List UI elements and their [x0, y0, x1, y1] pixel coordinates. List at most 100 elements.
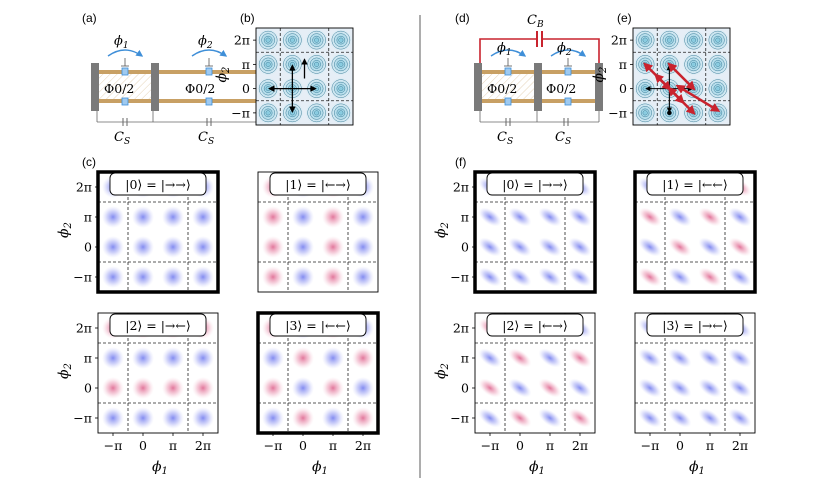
potential-well — [322, 347, 344, 369]
panel-label-f: (f) — [455, 155, 466, 169]
potential-well — [728, 237, 752, 257]
contour — [638, 106, 652, 120]
state-label: |1⟩ = |←→⟩ — [285, 177, 351, 192]
contour — [331, 103, 351, 123]
state-label: |2⟩ = |←→⟩ — [502, 318, 568, 333]
potential-well — [162, 377, 184, 399]
potential-well — [352, 236, 374, 258]
phi2-label-d: ϕ2 — [557, 41, 572, 58]
x-tick-label: π — [169, 438, 177, 453]
potential-well — [682, 53, 705, 76]
x-tick-label: 2π — [355, 438, 371, 453]
potential-well — [478, 348, 502, 368]
potential-well — [329, 53, 352, 76]
contour — [258, 30, 278, 50]
state-label-box — [646, 172, 744, 196]
potential-well — [538, 408, 562, 428]
potential-well — [322, 236, 344, 258]
contour — [686, 33, 701, 47]
potential-well — [668, 237, 692, 257]
potential-well — [322, 206, 344, 228]
potential-well — [102, 347, 124, 369]
contour — [711, 57, 725, 72]
contour — [309, 57, 324, 72]
coupled-hop-arrow — [667, 86, 696, 115]
cs-label-left: CS — [114, 130, 130, 147]
contour — [689, 35, 698, 45]
y-tick-label: 0 — [84, 240, 92, 255]
contour — [715, 61, 721, 67]
x-tick-label: −π — [104, 438, 123, 453]
circuit-a: (a) ϕ1 ϕ2 Φ0/2 Φ0/2 — [82, 11, 265, 147]
potential-well — [305, 29, 328, 52]
potential-well — [508, 378, 532, 398]
potential-well — [728, 408, 752, 428]
contour — [660, 30, 679, 50]
contour — [713, 60, 723, 69]
x-tick-label: −π — [641, 438, 660, 453]
potential-well — [262, 236, 284, 258]
potential-well — [508, 267, 532, 287]
potential-well — [478, 237, 502, 257]
potential-well — [668, 267, 692, 287]
potential-well — [478, 408, 502, 428]
potential-well — [638, 408, 662, 428]
panel-label-c: (c) — [82, 155, 96, 169]
potential-well — [162, 347, 184, 369]
contour — [309, 33, 324, 47]
y-tick-label: 2π — [234, 33, 250, 48]
potential-well — [668, 207, 692, 227]
potential-well — [682, 29, 705, 52]
flux-label-left: Φ0/2 — [104, 81, 134, 96]
y-axis-label: ϕ2 — [56, 222, 74, 238]
contour — [338, 110, 344, 116]
potential-well — [292, 377, 314, 399]
potential-well — [132, 407, 154, 429]
y-tick-label: 0 — [84, 381, 92, 396]
x-tick-label: 2π — [572, 438, 588, 453]
contour — [331, 79, 351, 98]
contour — [334, 106, 348, 120]
contour — [258, 55, 278, 74]
potential-well — [162, 407, 184, 429]
potential-well — [352, 266, 374, 288]
potential-well — [698, 408, 722, 428]
x-tick-label: 0 — [516, 438, 524, 453]
y-tick-label: −π — [450, 411, 469, 426]
x-tick-label: 2π — [732, 438, 748, 453]
contour — [640, 35, 650, 45]
potential-well — [329, 29, 352, 52]
x-tick-label: −π — [481, 438, 500, 453]
state-label-box — [109, 172, 207, 196]
contour — [289, 37, 295, 43]
potential-well — [508, 348, 532, 368]
potential-well — [102, 377, 124, 399]
potential-well — [192, 206, 214, 228]
contour — [666, 37, 672, 43]
y-tick-label: 0 — [242, 81, 250, 96]
origin-dot — [667, 110, 672, 116]
potential-well — [728, 267, 752, 287]
contour — [336, 84, 346, 93]
contour — [331, 30, 351, 50]
state-label-box — [269, 313, 367, 337]
potential-well — [352, 377, 374, 399]
contour — [336, 60, 346, 69]
potential-well — [352, 347, 374, 369]
y-tick-label: 0 — [619, 81, 627, 96]
potential-well — [728, 207, 752, 227]
y-tick-label: −π — [73, 270, 92, 285]
potential-well — [538, 267, 562, 287]
potential-well — [292, 206, 314, 228]
potential-well — [257, 29, 280, 52]
panel-label-a: (a) — [82, 11, 97, 25]
potential-well — [292, 347, 314, 369]
x-tick-label: π — [546, 438, 554, 453]
contour — [665, 35, 674, 45]
state-label: |3⟩ = |→←⟩ — [662, 318, 728, 333]
panel-f2-frame — [474, 312, 596, 434]
potential-well — [568, 348, 592, 368]
panel-c1-frame — [257, 171, 379, 293]
y-tick-label: −π — [450, 270, 469, 285]
